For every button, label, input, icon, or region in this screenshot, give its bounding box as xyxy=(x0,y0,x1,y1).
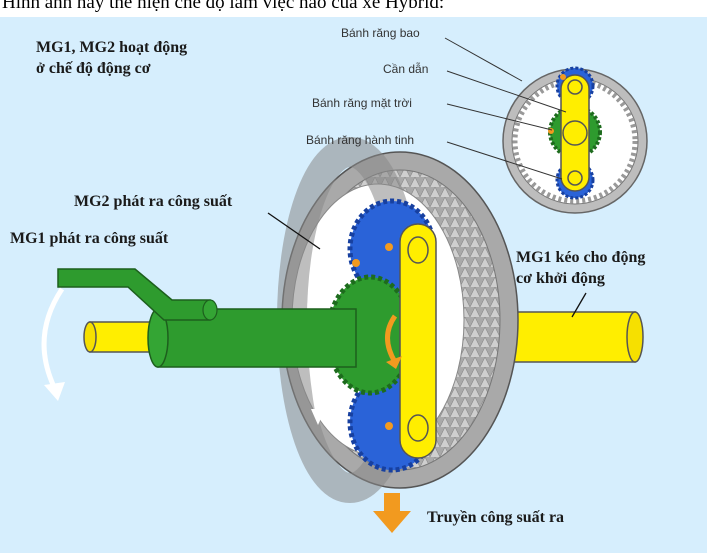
main-gearset xyxy=(277,137,519,503)
diagram-panel: MG1, MG2 hoạt động ở chế độ động cơ MG2 … xyxy=(0,17,707,553)
mode-label-line1: MG1, MG2 hoạt động xyxy=(36,39,188,56)
power-out-label: Truyền công suất ra xyxy=(427,509,565,526)
legend-carrier: Cần dẫn xyxy=(383,62,429,76)
main-leaders xyxy=(267,212,587,318)
legend-gearset xyxy=(502,66,648,214)
legend-sun-gear: Bánh răng mặt trời xyxy=(312,96,412,110)
mg1-start-label: MG1 kéo cho động cơ khởi động xyxy=(516,247,645,289)
mg1-start-line2: cơ khởi động xyxy=(516,270,605,287)
mode-label-line2: ở chế độ động cơ xyxy=(36,60,151,77)
output-arrow xyxy=(373,493,411,533)
legend-planet-gear: Bánh răng hành tinh xyxy=(306,133,415,147)
mg1-output-label: MG1 phát ra công suất xyxy=(10,230,169,247)
mode-label: MG1, MG2 hoạt động ở chế độ động cơ xyxy=(36,37,187,79)
mg1-start-line1: MG1 kéo cho động xyxy=(516,249,646,266)
mg1-shaft xyxy=(41,268,357,401)
legend-leaders xyxy=(444,37,567,180)
question-text: Hình ảnh này thể hiện chế độ làm việc nà… xyxy=(2,0,445,13)
planetary-gear-illustration xyxy=(41,37,648,533)
mg2-output-label: MG2 phát ra công suất xyxy=(74,193,233,210)
legend-ring-gear: Bánh răng bao xyxy=(341,26,420,40)
